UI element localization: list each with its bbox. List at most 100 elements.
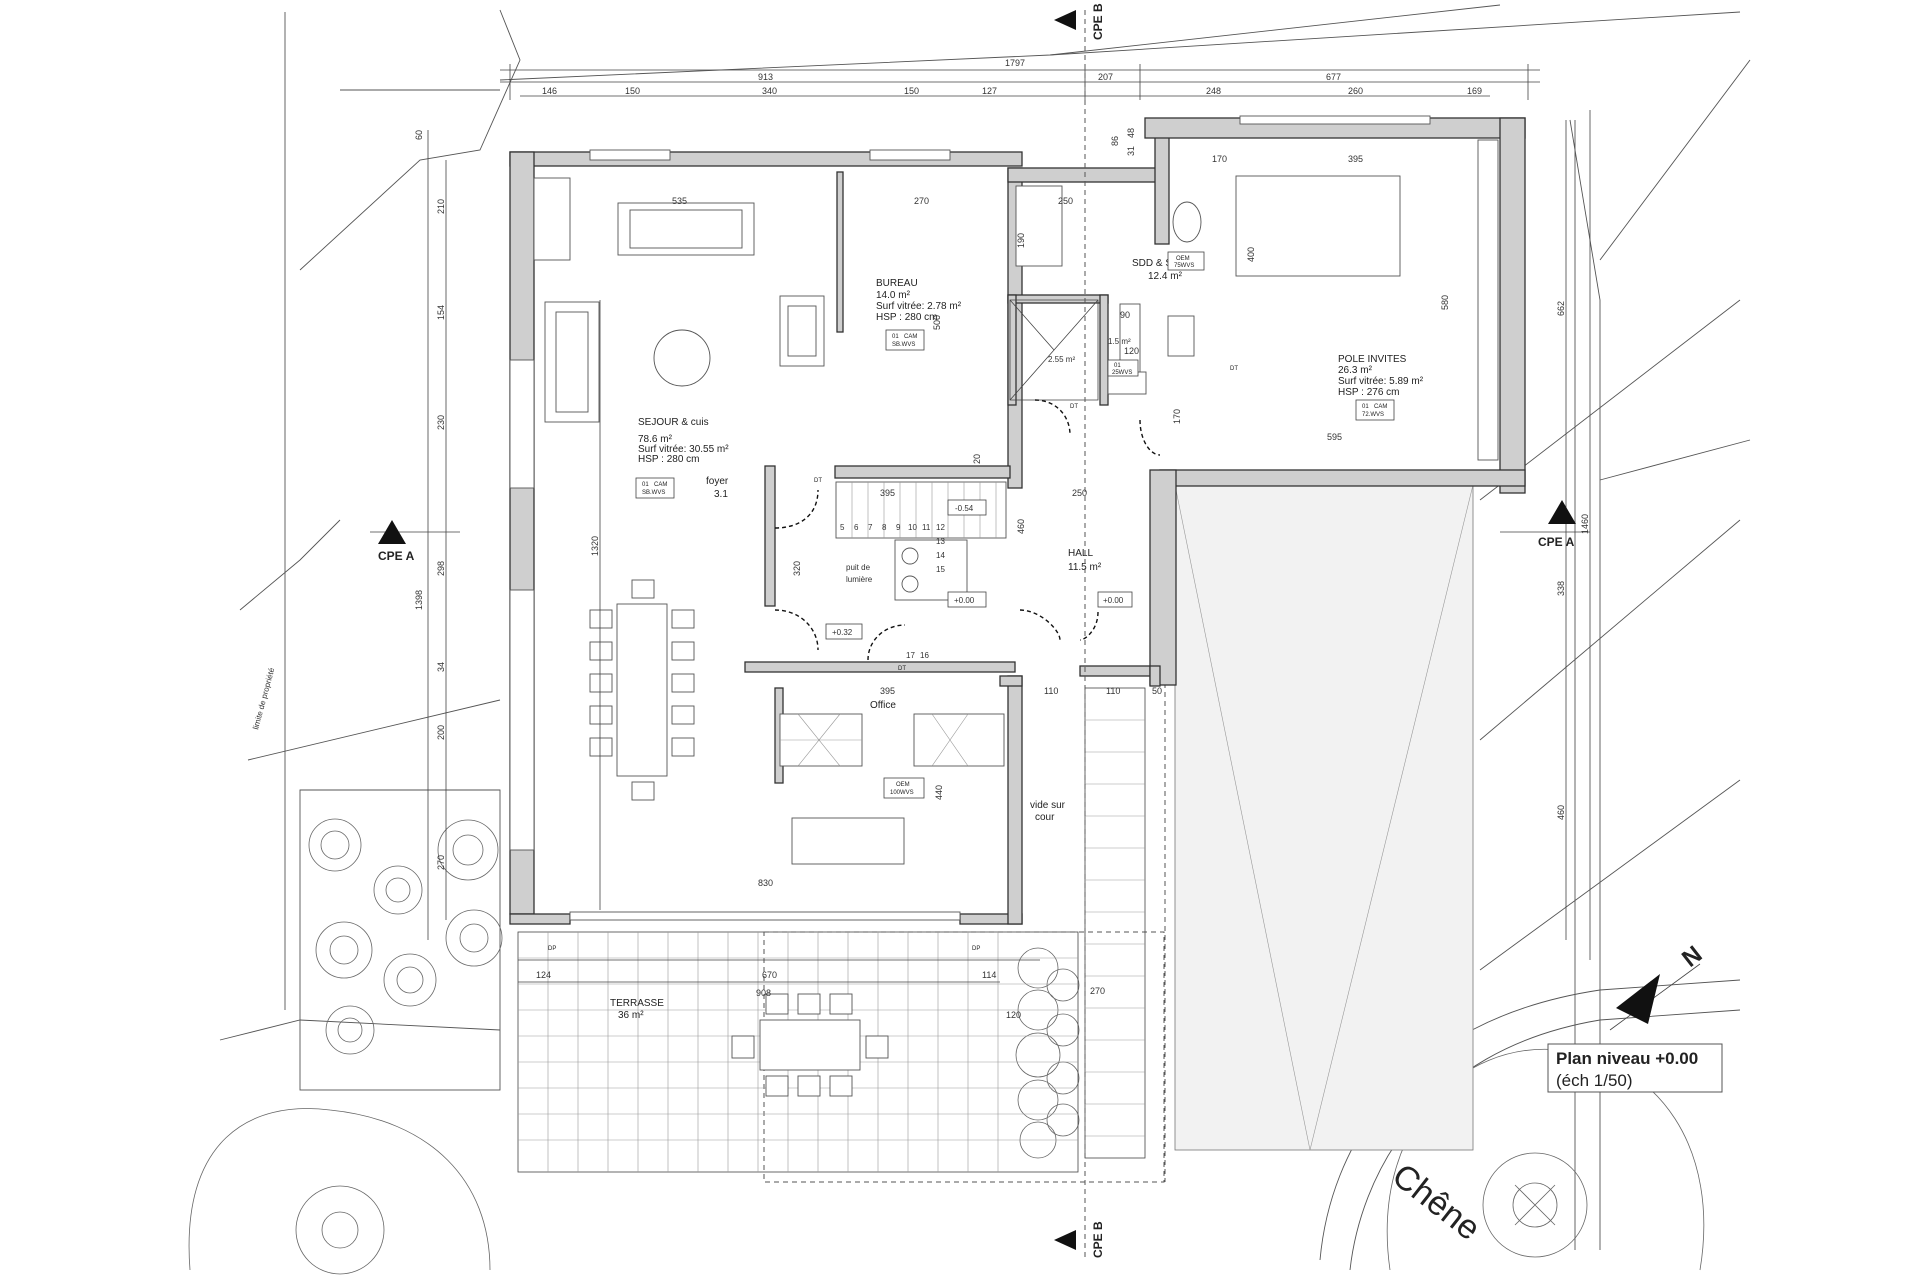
tag-text: 01	[642, 482, 649, 488]
stair-num: 17	[906, 651, 915, 660]
stair-num: 14	[936, 551, 945, 560]
dim-bottom: 670	[762, 970, 777, 980]
bureau-height: HSP : 280 cm	[876, 312, 938, 323]
dim-seg: 150	[904, 86, 919, 96]
marks: DP DP DT DT DT DT	[548, 366, 1238, 952]
stair-num: 6	[854, 523, 859, 532]
dim-inner: 50	[1152, 686, 1162, 696]
terrace-area: 36 m²	[618, 1010, 644, 1021]
mark-dp: DP	[972, 946, 980, 952]
sejour-area: 78.6 m²	[638, 434, 673, 445]
dim-inner: 170	[1212, 154, 1227, 164]
dim-inner: 400	[1246, 247, 1256, 262]
dim-mid: 207	[1098, 72, 1113, 82]
sdd-area: 12.4 m²	[1148, 271, 1183, 282]
level-tag: +0.00	[954, 596, 975, 605]
stair-num: 7	[868, 523, 873, 532]
dim-inner: 320	[792, 561, 802, 576]
dim-inner: 86	[1110, 136, 1120, 146]
equipment-tags: 01 CAM SB.WVS 01 CAM SB.WVS OEM 75WVS 01…	[635, 251, 1395, 799]
wc-area: 1.5 m²	[1108, 337, 1131, 346]
dim-inner: 250	[1072, 488, 1087, 498]
tag-text: OEM	[1176, 256, 1190, 262]
dim-seg: 260	[1348, 86, 1363, 96]
dim-seg: 169	[1467, 86, 1482, 96]
room-labels: SEJOUR & cuis 78.6 m² Surf vitrée: 30.55…	[638, 258, 1424, 823]
dim-left: 230	[436, 415, 446, 430]
tag-text: 75WVS	[1174, 263, 1194, 269]
plan-title: Plan niveau +0.00	[1556, 1049, 1698, 1068]
puits-line1: puit de	[846, 563, 871, 572]
dim-inner: 395	[880, 686, 895, 696]
dim-inner: 120	[1124, 346, 1139, 356]
dim-left-total: 913	[758, 72, 773, 82]
section-a-right-arrow-icon	[1548, 500, 1576, 524]
pole-name: POLE INVITES	[1338, 354, 1407, 365]
foyer-name: foyer	[706, 476, 729, 487]
stair-num: 8	[882, 523, 887, 532]
dim-inner: 270	[914, 196, 929, 206]
tag-text: CAM	[904, 334, 917, 340]
dim-bottom: 270	[1090, 986, 1105, 996]
dim-right: 1460	[1580, 514, 1590, 534]
hedge-icon	[1015, 947, 1080, 1159]
sejour-name: SEJOUR & cuis	[638, 417, 709, 428]
dim-right: 338	[1556, 581, 1566, 596]
pole-glazing: Surf vitrée: 5.89 m²	[1338, 376, 1424, 387]
dim-left: 1320	[590, 536, 600, 556]
dim-left: 298	[436, 561, 446, 576]
dim-left: 270	[436, 855, 446, 870]
north-label: N	[1677, 941, 1707, 973]
tree-icon	[445, 909, 503, 967]
dim-inner: 395	[880, 488, 895, 498]
bureau-area: 14.0 m²	[876, 290, 911, 301]
hall-name: HALL	[1068, 548, 1093, 559]
sdd-name: SDD & SAUNA	[1132, 258, 1200, 269]
dim-bottom: 114	[982, 970, 996, 980]
dim-left: 200	[436, 725, 446, 740]
dim-seg: 248	[1206, 86, 1221, 96]
tree-icon	[437, 819, 499, 881]
terrace: TERRASSE 36 m²	[517, 931, 1165, 1183]
tag-text: 25WVS	[1112, 370, 1132, 376]
property-limit-label: limite de propriété	[251, 666, 276, 730]
dimensions-bottom: 124 670 114 908 270 120	[518, 959, 1105, 1020]
level-tags: -0.54 +0.00 +0.32 +0.00	[825, 499, 1133, 640]
tree-icon	[373, 865, 423, 915]
dim-inner: 170	[1172, 409, 1182, 424]
dim-inner: 395	[1348, 154, 1363, 164]
furniture	[533, 175, 1401, 865]
dim-left: 210	[436, 199, 446, 214]
foyer-num: 3.1	[714, 489, 728, 500]
tag-text: CAM	[654, 482, 667, 488]
dim-inner: 110	[1106, 686, 1120, 696]
vide-line2: cour	[1035, 812, 1055, 823]
tag-text: OEM	[896, 782, 910, 788]
dim-seg: 340	[762, 86, 777, 96]
section-b-bottom-arrow-icon	[1054, 1230, 1076, 1250]
dim-bottom: 908	[756, 988, 771, 998]
dim-inner: 90	[1120, 310, 1130, 320]
office-name: Office	[870, 700, 896, 711]
plan-scale: (éch 1/50)	[1556, 1071, 1633, 1090]
dim-overall: 1797	[1005, 58, 1025, 68]
tag-text: 01	[1114, 363, 1121, 369]
dim-inner: 460	[1016, 519, 1026, 534]
vide-line1: vide sur	[1030, 800, 1066, 811]
stair-num: 16	[920, 651, 929, 660]
dim-inner: 110	[1044, 686, 1058, 696]
tag-text: 100WVS	[890, 790, 914, 796]
tree-icon	[308, 818, 362, 872]
dim-left: 1398	[414, 590, 424, 610]
bureau-glazing: Surf vitrée: 2.78 m²	[876, 301, 962, 312]
pole-height: HSP : 276 cm	[1338, 387, 1400, 398]
dim-bottom: 124	[536, 970, 551, 980]
dim-right: 662	[1556, 301, 1566, 316]
dim-inner: 31	[1126, 146, 1136, 156]
terrace-name: TERRASSE	[610, 998, 664, 1009]
tree-icon	[315, 921, 373, 979]
tag-text: SB.WVS	[892, 342, 915, 348]
stair-num: 12	[936, 523, 945, 532]
stair-num: 15	[936, 565, 945, 574]
